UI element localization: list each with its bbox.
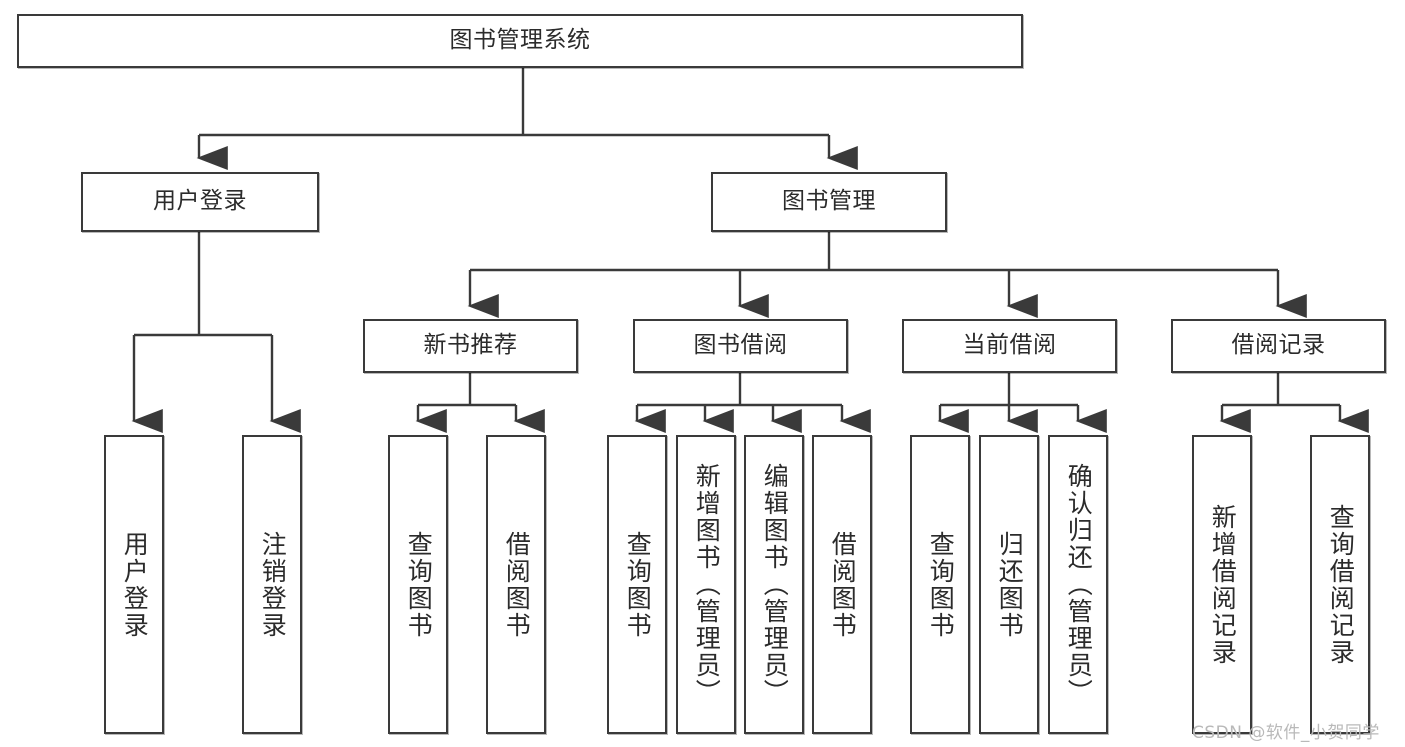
node-leaf-query-book-2[interactable]: 查询图书 [607,435,667,734]
node-leaf-confirm-return-label: 确认归还（管理员） [1064,463,1094,706]
node-borrow-record-label: 借阅记录 [1231,332,1326,359]
node-current-borrow-label: 当前借阅 [962,332,1057,359]
node-leaf-return-book[interactable]: 归还图书 [979,435,1039,734]
node-book-manage-label: 图书管理 [782,188,876,215]
node-book-borrow[interactable]: 图书借阅 [633,319,848,373]
node-leaf-confirm-return[interactable]: 确认归还（管理员） [1048,435,1108,734]
node-leaf-query-book-3-label: 查询图书 [926,530,956,639]
node-leaf-logout-label: 注销登录 [258,530,288,639]
node-new-book-recommend[interactable]: 新书推荐 [363,319,578,373]
node-leaf-logout[interactable]: 注销登录 [242,435,302,734]
node-leaf-edit-book-label: 编辑图书（管理员） [760,463,790,706]
node-leaf-query-record[interactable]: 查询借阅记录 [1310,435,1370,734]
node-leaf-query-record-label: 查询借阅记录 [1326,503,1356,666]
node-leaf-add-book[interactable]: 新增图书（管理员） [676,435,736,734]
node-book-borrow-label: 图书借阅 [693,332,788,359]
node-leaf-add-record[interactable]: 新增借阅记录 [1192,435,1252,734]
csdn-watermark: CSDN @软件_小贺同学 [1192,723,1380,743]
node-leaf-query-book-2-label: 查询图书 [623,530,653,639]
node-borrow-record[interactable]: 借阅记录 [1171,319,1386,373]
node-leaf-borrow-book-2-label: 借阅图书 [828,530,858,639]
node-leaf-borrow-book-2[interactable]: 借阅图书 [812,435,872,734]
node-leaf-return-book-label: 归还图书 [995,530,1025,639]
node-book-manage[interactable]: 图书管理 [711,172,947,232]
node-leaf-borrow-book-1[interactable]: 借阅图书 [486,435,546,734]
node-leaf-add-record-label: 新增借阅记录 [1208,503,1238,666]
node-leaf-query-book-1[interactable]: 查询图书 [388,435,448,734]
node-root[interactable]: 图书管理系统 [17,14,1023,68]
node-user-login-label: 用户登录 [153,188,247,215]
node-leaf-user-login[interactable]: 用户登录 [104,435,164,734]
node-leaf-add-book-label: 新增图书（管理员） [692,463,722,706]
node-new-book-recommend-label: 新书推荐 [423,332,518,359]
node-leaf-borrow-book-1-label: 借阅图书 [502,530,532,639]
node-leaf-user-login-label: 用户登录 [120,530,150,639]
node-leaf-query-book-1-label: 查询图书 [404,530,434,639]
node-leaf-query-book-3[interactable]: 查询图书 [910,435,970,734]
node-current-borrow[interactable]: 当前借阅 [902,319,1117,373]
node-user-login[interactable]: 用户登录 [81,172,319,232]
node-leaf-edit-book[interactable]: 编辑图书（管理员） [744,435,804,734]
node-root-label: 图书管理系统 [449,27,591,54]
